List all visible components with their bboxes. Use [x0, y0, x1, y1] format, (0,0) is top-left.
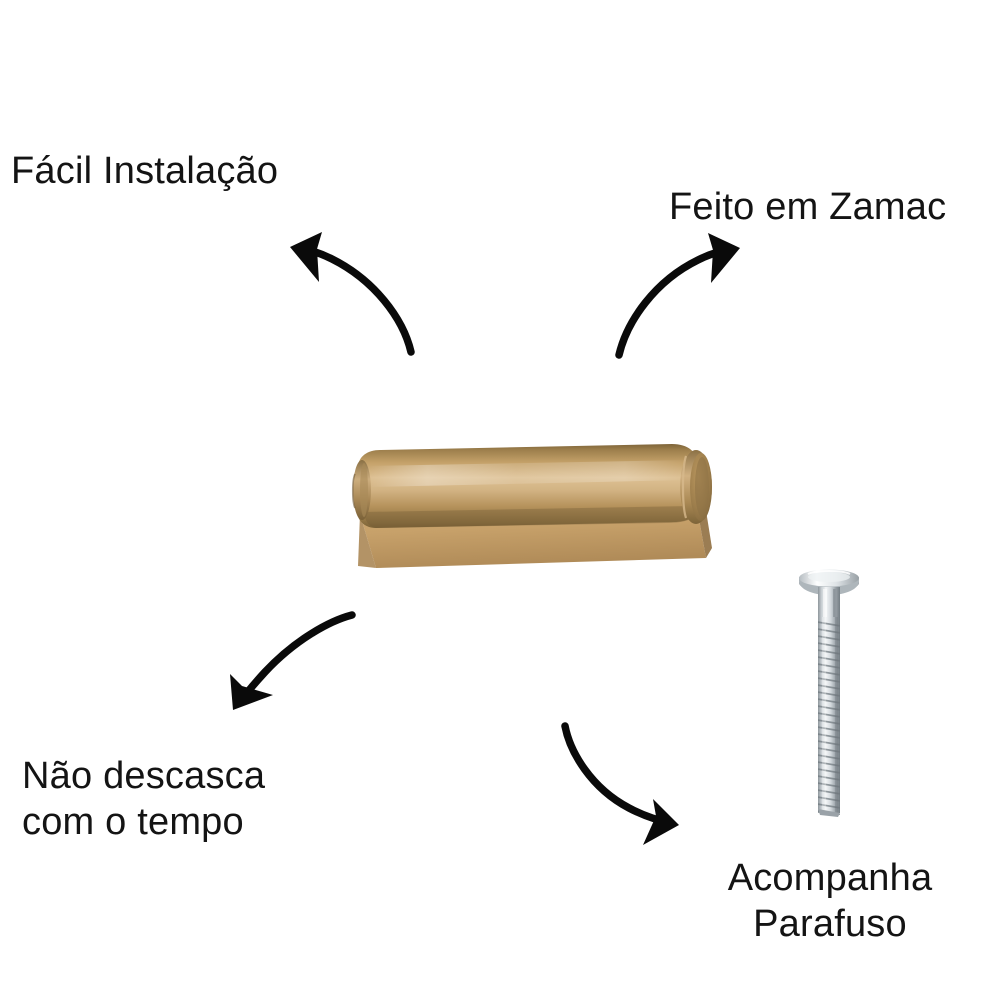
feature-label-easy-installation: Fácil Instalação [11, 150, 279, 192]
feature-label-includes-screw: Acompanha Parafuso [727, 857, 933, 946]
screw-product-image [799, 569, 859, 817]
handle-right-end-cap [680, 450, 712, 524]
handle-left-end-cap [351, 460, 371, 520]
feature-label-made-of-zamac: Feito em Zamac [669, 186, 947, 228]
screw-shank [818, 587, 840, 621]
feature-label-does-not-peel: Não descasca com o tempo [22, 755, 266, 844]
curved-arrow-down-right-icon [561, 722, 679, 845]
curved-arrow-up-right-icon [615, 233, 740, 359]
curved-arrow-down-left-icon [230, 611, 356, 710]
curved-arrow-up-left-icon [290, 232, 415, 356]
handle-cylindrical-bar [356, 444, 700, 528]
screw-head [799, 569, 859, 595]
cabinet-handle-product-image [351, 444, 712, 568]
screw-threaded-shaft [818, 617, 840, 817]
